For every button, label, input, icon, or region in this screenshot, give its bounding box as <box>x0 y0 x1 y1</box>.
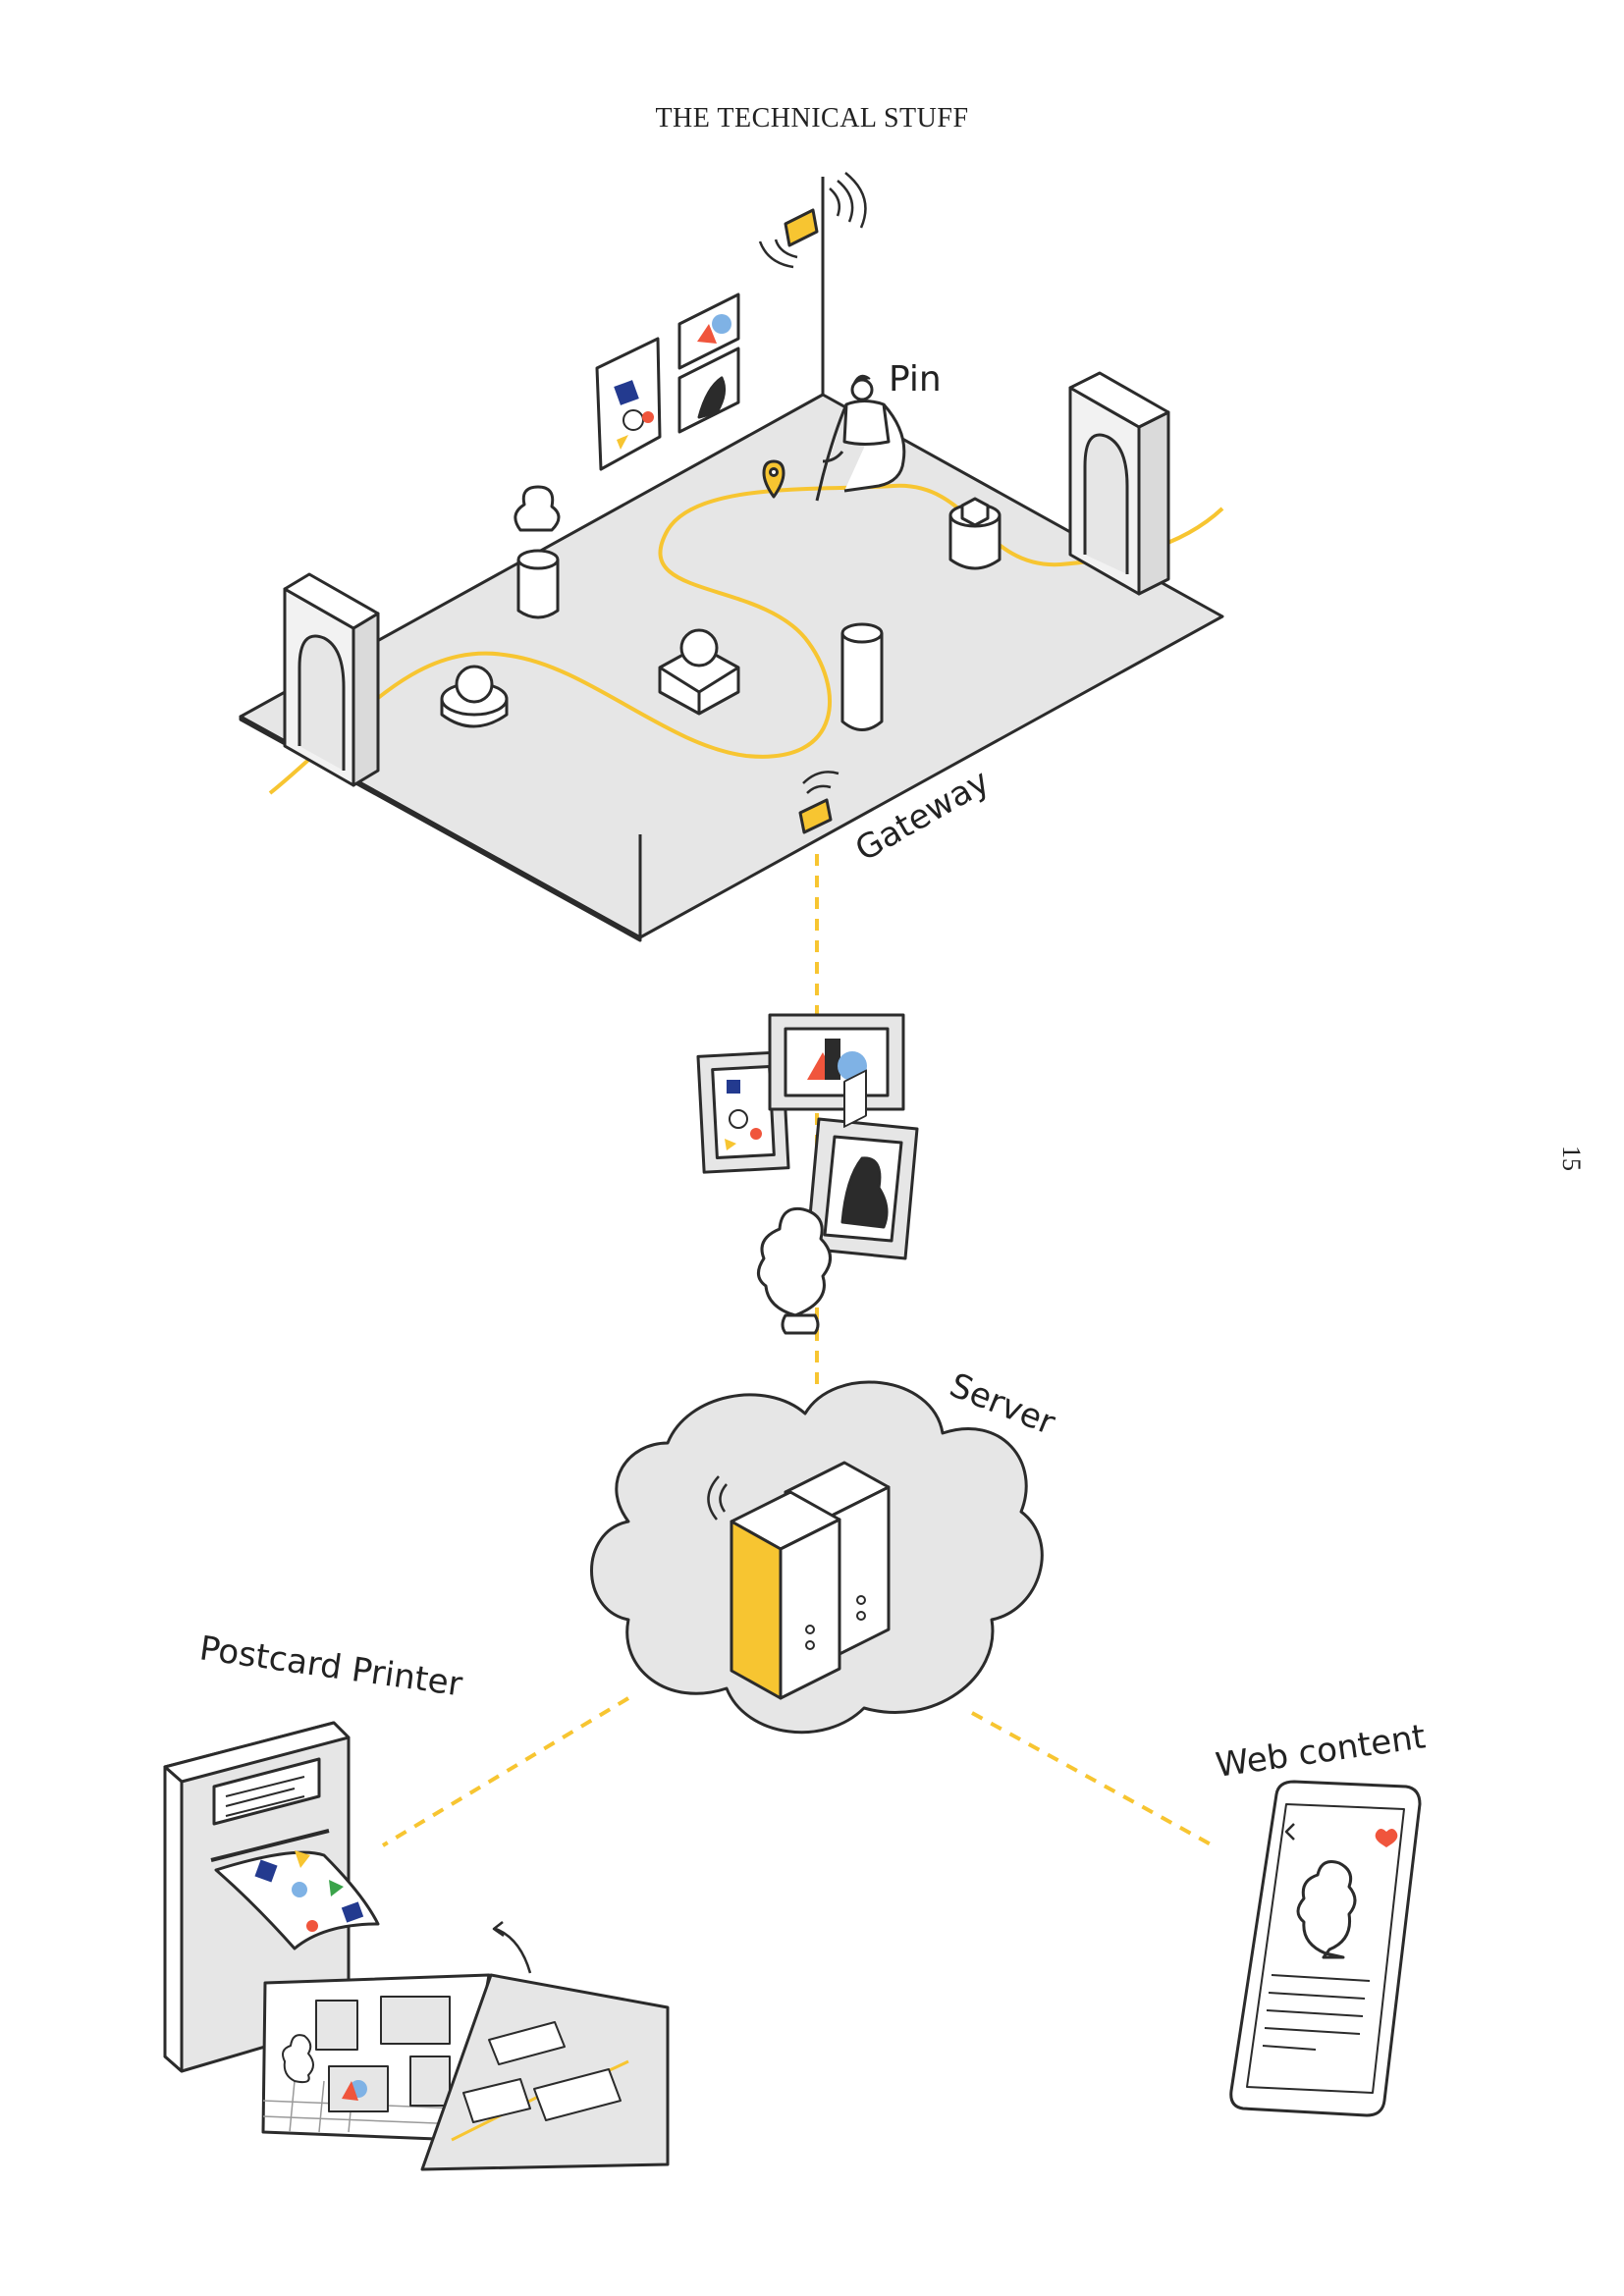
phone-text-line <box>1271 1974 1371 1982</box>
running-head: THE TECHNICAL STUFF <box>655 103 969 133</box>
wall-frame-1 <box>595 337 662 471</box>
phone-text-line <box>1264 2027 1361 2035</box>
art-frame-portrait <box>805 1117 919 1260</box>
web-content-phone <box>1229 1780 1422 2117</box>
arch-right <box>1068 371 1170 596</box>
bust-statue <box>757 1206 832 1335</box>
back-chevron-icon <box>1284 1823 1295 1841</box>
postcard-map <box>420 1973 670 2171</box>
arch-left <box>283 572 380 787</box>
gateway-beacon-icon <box>798 771 839 834</box>
phone-text-line <box>1266 2009 1364 2017</box>
visitor-path <box>268 483 1224 795</box>
plinth-sphere <box>440 665 509 728</box>
curved-arrow-icon <box>495 1927 532 1974</box>
pole-beacon-icon <box>758 172 867 269</box>
printer-screen <box>212 1757 321 1826</box>
connectors <box>381 854 1214 1847</box>
museum-floor-scene <box>239 172 1224 942</box>
label-web-content: Web content <box>1214 1717 1429 1786</box>
wall-frame-3 <box>677 347 740 434</box>
label-pin: Pin <box>889 359 942 400</box>
phone-text-line <box>1268 1992 1366 2000</box>
server-rack-front <box>730 1490 866 1700</box>
art-frame-wide <box>768 1013 905 1111</box>
connector-server-web <box>971 1711 1214 1847</box>
label-postcard-printer: Postcard Printer <box>197 1629 465 1704</box>
plinth-bust <box>514 485 561 619</box>
server-cloud <box>590 1069 1044 1735</box>
phone-text-line <box>1262 2045 1317 2051</box>
art-frame-small <box>696 1050 790 1174</box>
connector-server-printer <box>381 1696 630 1847</box>
person-with-pin <box>815 374 906 502</box>
server-wifi-icon <box>707 1475 728 1521</box>
phone-bust-image <box>1296 1860 1357 1959</box>
heart-icon <box>1375 1829 1398 1847</box>
wall-frame-2 <box>677 293 740 370</box>
artwork-cluster <box>696 1013 919 1335</box>
plinth-block <box>658 628 740 716</box>
plinth-cube <box>948 497 1001 570</box>
location-pin-icon <box>762 459 785 499</box>
plinth-tall <box>840 622 884 731</box>
postcard-printer <box>163 1721 670 2171</box>
